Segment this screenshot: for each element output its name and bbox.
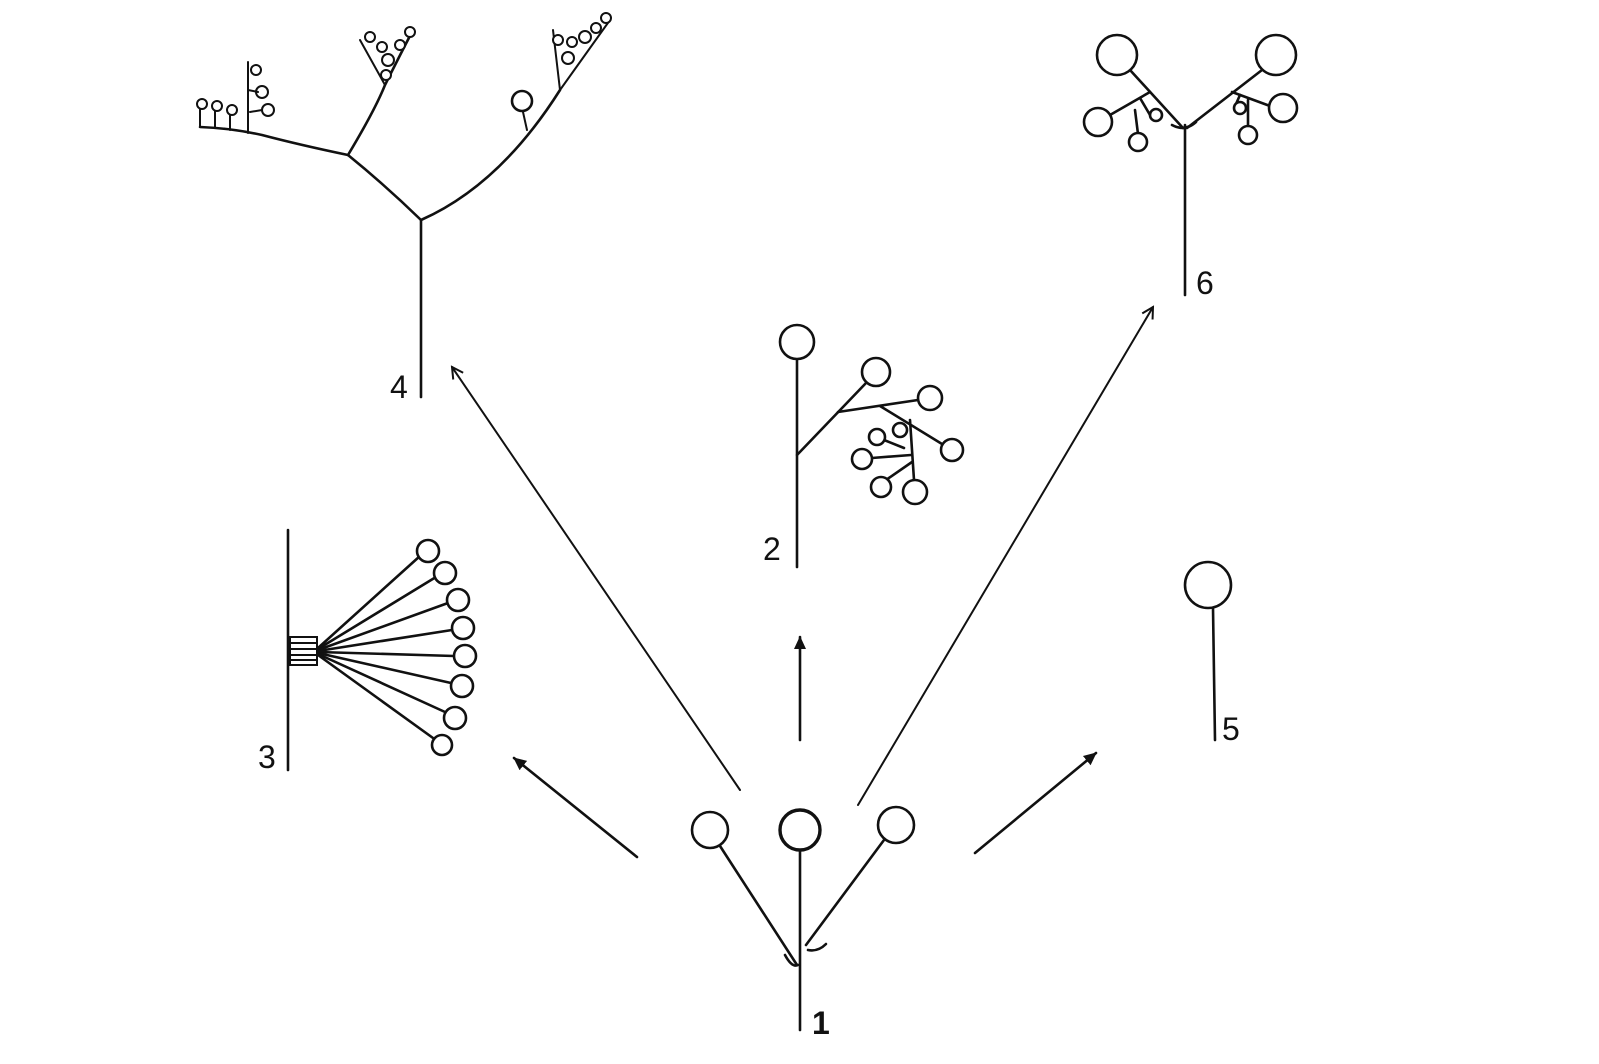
figure-label-3: 3 xyxy=(258,739,276,775)
figure-3-umbel-form: 3 xyxy=(258,528,478,775)
figure-label-5: 5 xyxy=(1222,711,1240,747)
figure-2-compound-form: 2 xyxy=(763,323,965,569)
figure-label-4: 4 xyxy=(390,369,408,405)
figure-label-1: 1 xyxy=(812,1005,830,1041)
figure-5-single-flower-form: 5 xyxy=(1183,560,1240,747)
arrow-to-5 xyxy=(973,751,1098,855)
arrow-to-4 xyxy=(452,367,741,791)
figure-1-ancestral-form: 1 xyxy=(690,805,916,1041)
arrow-to-6 xyxy=(857,307,1153,806)
evolution-arrows xyxy=(452,307,1153,859)
arrow-to-3 xyxy=(512,756,639,859)
figure-label-2: 2 xyxy=(763,531,781,567)
figure-label-6: 6 xyxy=(1196,265,1214,301)
figure-6-paired-branch-form: 6 xyxy=(1082,33,1299,301)
figure-4-branched-form: 4 xyxy=(196,12,612,405)
